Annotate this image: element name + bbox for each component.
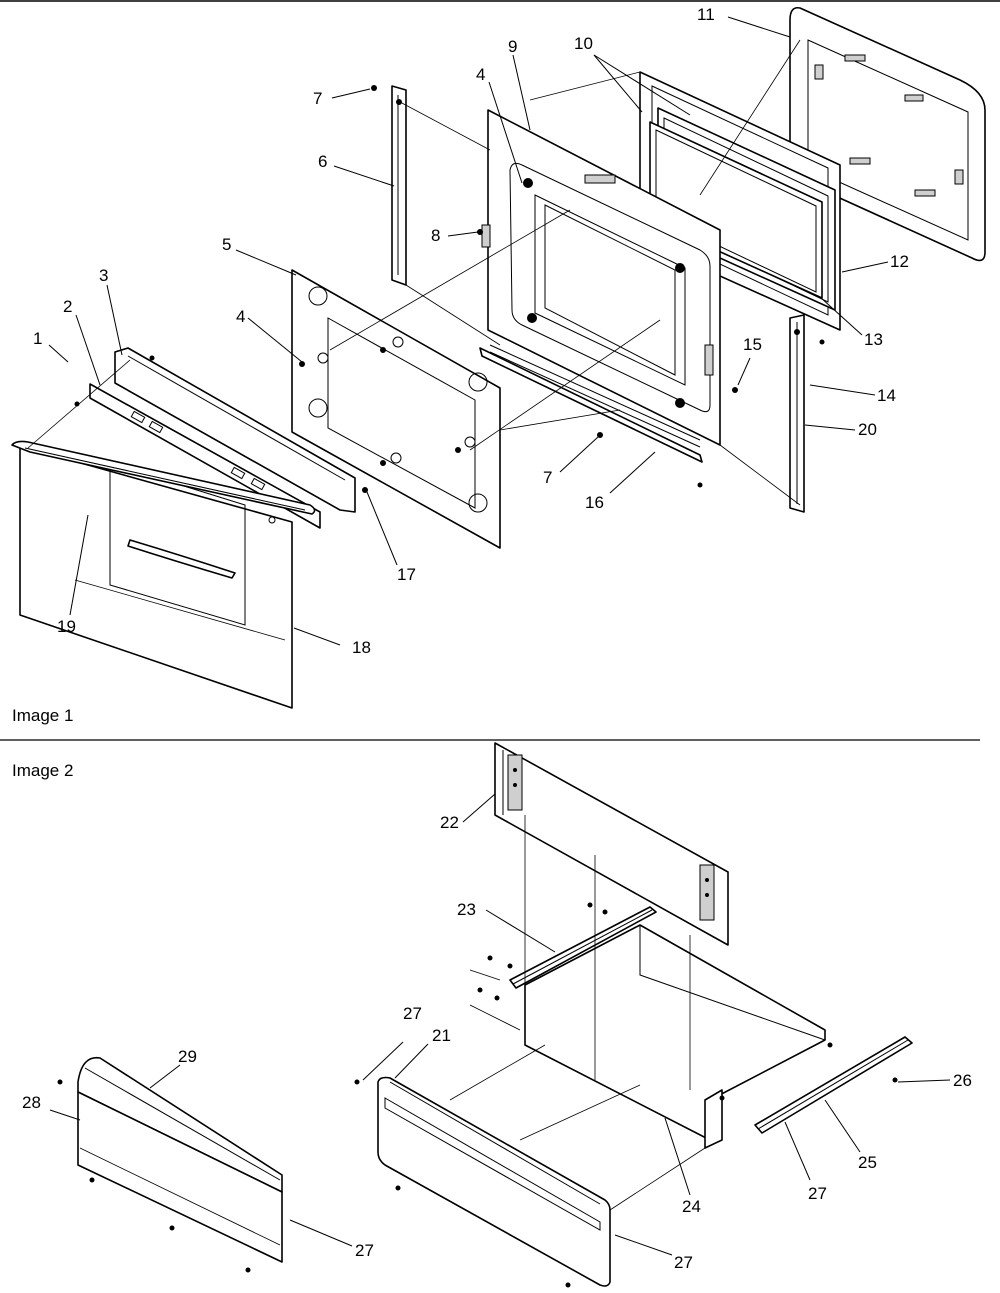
callout-3: 3 <box>99 266 108 285</box>
screw-7-bottom <box>597 432 603 438</box>
part-21-drawer-front <box>377 1076 611 1287</box>
screw-23-a <box>487 955 493 961</box>
callout-27: 27 <box>355 1241 374 1260</box>
part-22-back-panel <box>494 742 729 946</box>
screw-23-c <box>477 987 483 993</box>
part-16-bottom-bar <box>479 347 703 463</box>
assembly-lines-1 <box>27 39 801 641</box>
callout-4: 4 <box>236 307 245 326</box>
screw-26-b <box>892 1077 898 1083</box>
callout-23: 23 <box>457 900 476 919</box>
part-2-vent-trim <box>89 383 321 529</box>
callout-5: 5 <box>222 235 231 254</box>
callout-12: 12 <box>890 252 909 271</box>
part-25-slide-rail <box>754 1036 913 1134</box>
callout-27: 27 <box>403 1004 422 1023</box>
leader-lines-2 <box>49 793 951 1256</box>
screw-28-b <box>89 1177 95 1183</box>
screw-23-b <box>507 963 513 969</box>
callout-8: 8 <box>431 226 440 245</box>
callout-15: 15 <box>743 335 762 354</box>
screw-23-f <box>602 909 608 915</box>
screw-15 <box>732 387 738 393</box>
assembly-lines-2 <box>79 815 706 1246</box>
part-18-outer-door <box>19 445 293 709</box>
part-5-door-panel <box>291 269 501 549</box>
callout-4: 4 <box>476 65 485 84</box>
callout-17: 17 <box>397 565 416 584</box>
screw-16 <box>697 482 703 488</box>
panel-2-drawing <box>49 742 951 1288</box>
callout-13: 13 <box>864 330 883 349</box>
callout-21: 21 <box>432 1026 451 1045</box>
leader-lines-1 <box>48 16 889 646</box>
panel-1-drawing <box>11 6 986 709</box>
callout-7: 7 <box>543 468 552 487</box>
callout-22: 22 <box>440 813 459 832</box>
part-24-drawer-box <box>524 924 826 1149</box>
callout-28: 28 <box>22 1093 41 1112</box>
callout-29: 29 <box>178 1047 197 1066</box>
screw-27-b <box>395 1185 401 1191</box>
screw-28 <box>57 1079 63 1085</box>
screw-28-c <box>169 1225 175 1231</box>
callout-10: 10 <box>574 34 593 53</box>
callout-2: 2 <box>63 297 72 316</box>
callout-19: 19 <box>57 617 76 636</box>
callout-9: 9 <box>508 37 517 56</box>
part-29-trim-strip <box>77 1056 283 1193</box>
callout-16: 16 <box>585 493 604 512</box>
callout-27: 27 <box>674 1253 693 1272</box>
callout-1: 1 <box>33 329 42 348</box>
callout-20: 20 <box>858 420 877 439</box>
panel-2-callouts: 21 22 23 24 25 26 27 27 27 27 28 29 <box>22 813 972 1272</box>
part-6-hinge-bracket <box>391 85 407 286</box>
part-19-handle <box>11 440 316 579</box>
panel-2-label: Image 2 <box>12 761 73 780</box>
screw-8 <box>477 229 483 235</box>
part-28-kick-plate <box>77 1091 283 1263</box>
screw-27-c <box>565 1282 571 1288</box>
panel-1-callouts: 1 2 3 4 4 5 6 7 7 8 9 10 11 12 13 14 15 … <box>33 5 909 657</box>
screw-13 <box>819 339 825 345</box>
screw-23-d <box>494 995 500 1001</box>
callout-24: 24 <box>682 1197 701 1216</box>
callout-25: 25 <box>858 1153 877 1172</box>
callout-7: 7 <box>313 89 322 108</box>
screw-3 <box>149 355 155 361</box>
screw-2 <box>74 401 80 407</box>
callout-18: 18 <box>352 638 371 657</box>
screw-17 <box>362 487 368 493</box>
screw-28-d <box>245 1267 251 1273</box>
screw-26 <box>827 1042 833 1048</box>
screw-27 <box>354 1079 360 1085</box>
callout-11: 11 <box>697 5 715 24</box>
panel-1-label: Image 1 <box>12 706 73 725</box>
part-23-slide-rail <box>509 906 657 989</box>
callout-27: 27 <box>808 1184 827 1203</box>
callout-14: 14 <box>877 386 896 405</box>
callout-6: 6 <box>318 152 327 171</box>
screw-25 <box>719 1095 725 1101</box>
callout-26: 26 <box>953 1071 972 1090</box>
part-14-hinge-bracket <box>789 314 805 513</box>
screw-7-top <box>371 85 377 91</box>
screw-23-e <box>587 902 593 908</box>
part-3-top-channel <box>114 347 356 513</box>
